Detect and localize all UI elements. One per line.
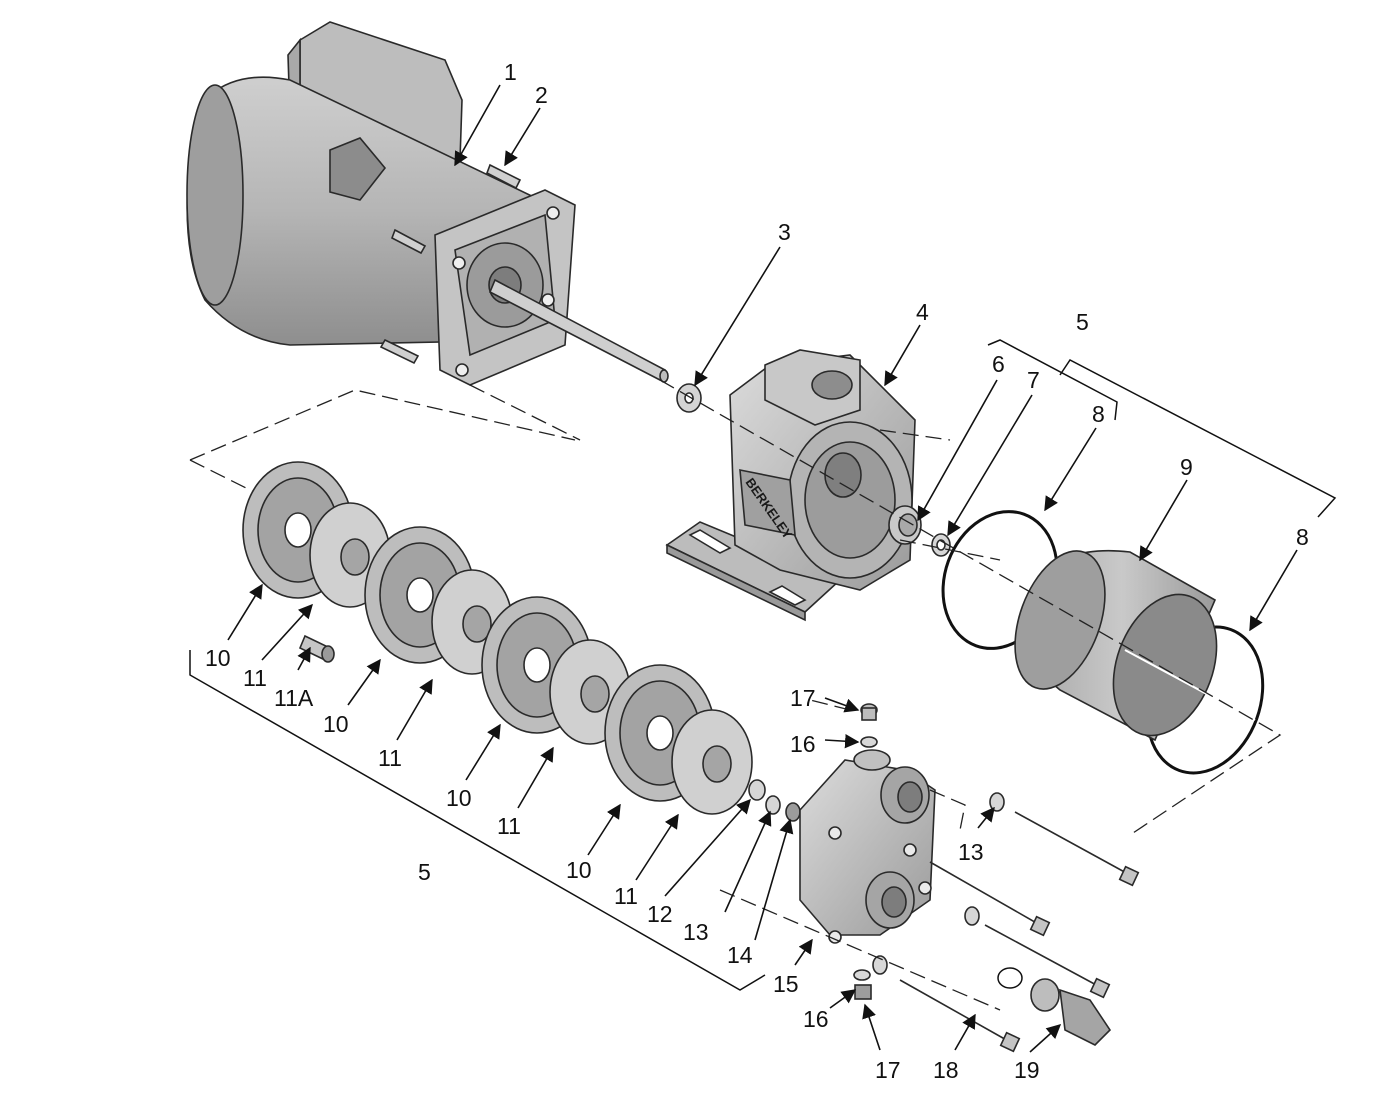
callout-14: 14 bbox=[727, 942, 753, 968]
callout-2: 2 bbox=[535, 82, 548, 108]
venturi-fitting bbox=[888, 505, 922, 545]
gasket-bottom bbox=[853, 955, 888, 981]
rod-washers bbox=[964, 792, 1005, 926]
callout-9: 9 bbox=[1180, 454, 1193, 480]
callout-10-b: 10 bbox=[323, 711, 349, 737]
callout-11-c: 11 bbox=[497, 813, 521, 839]
o-ring-small bbox=[931, 533, 951, 557]
callout-labels: 1 2 3 4 5 6 7 8 9 8 10 11 11A 10 11 10 1… bbox=[205, 59, 1309, 1083]
callout-10-d: 10 bbox=[566, 857, 592, 883]
spacer-sleeve bbox=[298, 634, 335, 663]
callout-12: 12 bbox=[647, 901, 673, 927]
washer-12 bbox=[748, 779, 766, 801]
callout-5-bottom: 5 bbox=[418, 859, 431, 885]
gasket-top bbox=[860, 736, 878, 748]
discharge-casing bbox=[799, 749, 936, 944]
callout-8-left: 8 bbox=[1092, 401, 1105, 427]
plug-top bbox=[860, 703, 878, 721]
callout-11A: 11A bbox=[274, 685, 314, 711]
pump-shell bbox=[1014, 549, 1256, 742]
motor-bolts bbox=[379, 163, 522, 365]
tie-rods bbox=[899, 811, 1140, 1053]
callout-3: 3 bbox=[778, 219, 791, 245]
callout-8-right: 8 bbox=[1296, 524, 1309, 550]
callout-11-b: 11 bbox=[378, 745, 402, 771]
callout-17-a: 17 bbox=[790, 685, 816, 711]
pump-housing: BERKELEY bbox=[665, 349, 916, 622]
callout-13-b: 13 bbox=[958, 839, 984, 865]
bracket-5-top bbox=[987, 339, 1337, 518]
diffuser-1 bbox=[242, 461, 354, 599]
callout-1: 1 bbox=[504, 59, 517, 85]
callout-19: 19 bbox=[1014, 1057, 1040, 1083]
callout-10-c: 10 bbox=[446, 785, 472, 811]
motor bbox=[186, 21, 669, 386]
callout-16-b: 16 bbox=[803, 1006, 829, 1032]
callout-11-a: 11 bbox=[243, 665, 267, 691]
callout-4: 4 bbox=[916, 299, 929, 325]
callout-16-a: 16 bbox=[790, 731, 816, 757]
bracket-5-bottom bbox=[189, 650, 766, 991]
slinger-washer bbox=[676, 383, 702, 413]
assembly-guide-lines bbox=[189, 379, 1282, 1011]
control-valve bbox=[997, 967, 1112, 1046]
callout-18: 18 bbox=[933, 1057, 959, 1083]
callout-5-top: 5 bbox=[1076, 309, 1089, 335]
callout-6: 6 bbox=[992, 351, 1005, 377]
impeller-4 bbox=[671, 709, 753, 815]
plug-bottom bbox=[854, 984, 872, 1000]
leader-lines bbox=[227, 84, 1298, 1053]
callout-13-a: 13 bbox=[683, 919, 709, 945]
callout-7: 7 bbox=[1027, 367, 1040, 393]
impeller-nut bbox=[785, 802, 801, 822]
callout-17-b: 17 bbox=[875, 1057, 901, 1083]
washer-13 bbox=[765, 795, 781, 815]
callout-10-a: 10 bbox=[205, 645, 231, 671]
callout-11-d: 11 bbox=[614, 883, 638, 909]
callout-15: 15 bbox=[773, 971, 799, 997]
